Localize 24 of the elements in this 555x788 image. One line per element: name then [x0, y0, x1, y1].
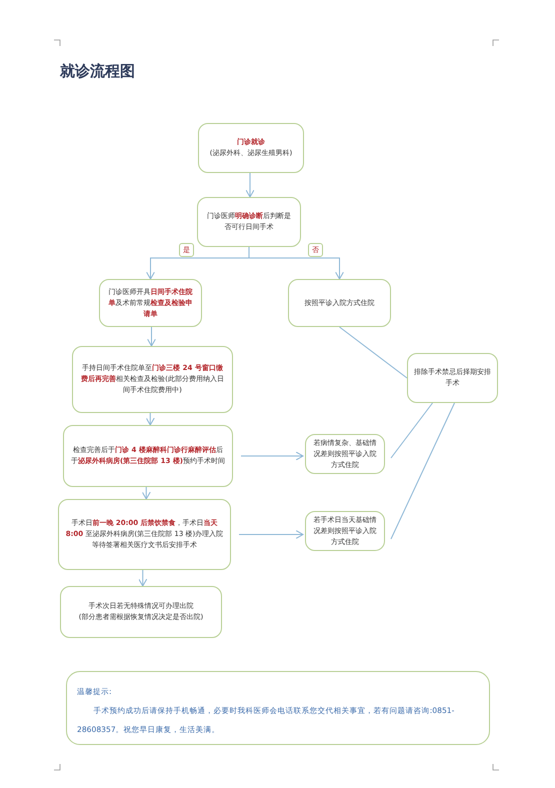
- arrow: [146, 412, 155, 426]
- process-box: [197, 197, 301, 247]
- process-box: [58, 499, 231, 570]
- title: 就诊流程图: [60, 62, 135, 81]
- arrow: [142, 486, 151, 500]
- process-box: [407, 353, 498, 403]
- arrow: [238, 530, 304, 539]
- arrow: [147, 326, 156, 346]
- arrow: [138, 570, 148, 586]
- process-box: [305, 434, 385, 474]
- connector-line: [390, 402, 433, 458]
- arrow: [246, 172, 254, 198]
- process-box: [198, 123, 304, 173]
- note-box: [66, 671, 490, 745]
- arrow: [248, 246, 344, 280]
- connector-line: [390, 402, 455, 540]
- arrow: [240, 452, 304, 460]
- process-box: [72, 346, 233, 413]
- connector-line: [339, 326, 408, 378]
- process-box: [288, 279, 391, 327]
- process-box: [305, 511, 385, 551]
- process-box: [99, 279, 202, 327]
- process-box: [60, 586, 222, 638]
- process-box: [63, 425, 233, 487]
